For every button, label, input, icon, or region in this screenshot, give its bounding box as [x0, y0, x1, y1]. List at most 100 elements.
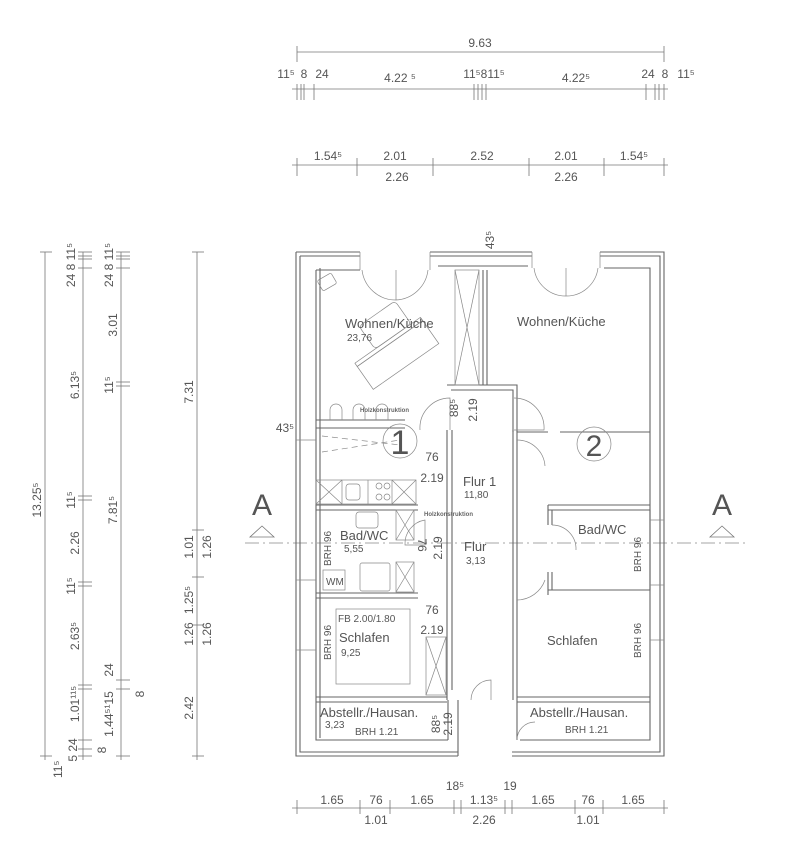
dim-left-3-0: 24 8 11⁵ — [102, 243, 116, 287]
dim-bottom-8: 1.65 — [621, 793, 645, 807]
section-arrow-left-icon — [248, 525, 276, 538]
room-hall-1-name: Flur 1 — [463, 474, 496, 489]
section-line: A A — [245, 489, 745, 544]
dim-left-total: 13.25⁵ — [30, 482, 44, 517]
dim-left-2-5: 2.63⁵ — [68, 622, 82, 650]
room-bedroom-2-sill: BRH 96 — [633, 623, 644, 658]
dim-left-2-1: 6.13⁵ — [68, 371, 82, 399]
dim-top-3: 4.22 ⁵ — [384, 71, 416, 85]
dim-left-4-5: 1.26 — [200, 622, 214, 646]
unit-1-rooms: Wohnen/Küche 23,76 Flur 1 11,80 Flur 3,1… — [320, 316, 496, 738]
shaft — [454, 269, 480, 386]
dim-bottom-sub-2: 1.01 — [576, 813, 600, 827]
door-dim-9: 2.19 — [441, 712, 455, 736]
wood-construction-label-2: Holzkonstruktion — [424, 512, 473, 518]
room-bedroom-2-name: Schlafen — [547, 633, 598, 648]
wall-thickness-left: 43⁵ — [276, 421, 294, 435]
bed — [335, 608, 411, 685]
room-living-2-name: Wohnen/Küche — [517, 314, 606, 329]
dim-left-2-0: 24 8 11⁵ — [64, 243, 78, 287]
left-dimensions: 13.25⁵ 11⁵ 24 8 11⁵ 6.13⁵ 11⁵ 2.26 11⁵ 2… — [30, 243, 214, 778]
kitchen-counter — [315, 479, 417, 505]
section-arrow-right-icon — [708, 525, 736, 538]
washer-label: WM — [326, 577, 344, 588]
room-storage-2-name: Abstellr./Hausan. — [530, 705, 628, 720]
dim-left-4-2: 1.26 — [200, 535, 214, 559]
room-storage-1-sill: BRH 1.21 — [355, 727, 399, 738]
shower-tray — [359, 562, 391, 592]
dim-left-4-3: 1.25⁵ — [182, 586, 196, 614]
dim-left-3-2: 11⁵ — [102, 376, 116, 393]
dim-mid-4: 1.54⁵ — [620, 149, 648, 163]
dim-mid-3: 2.01 — [554, 149, 578, 163]
unit-2-rooms: Wohnen/Küche Bad/WC BRH 96 Schlafen BRH … — [517, 314, 644, 736]
dim-left-3-1: 3.01 — [106, 313, 120, 337]
dim-bottom-sub-0: 1.01 — [364, 813, 388, 827]
dim-mid-bottom-1: 2.26 — [554, 170, 578, 184]
dim-bottom-sub-1: 2.26 — [472, 813, 496, 827]
bottom-dimensions: 1.65 76 1.65 18⁵ 1.13⁵ 19 1.65 76 1.65 1… — [292, 779, 668, 827]
dim-bottom-6: 1.65 — [531, 793, 555, 807]
dim-bottom-4: 1.13⁵ — [470, 793, 498, 807]
room-hall-2-area: 3,13 — [466, 556, 486, 567]
room-bath-2-name: Bad/WC — [578, 522, 626, 537]
door-dim-0: 88⁵ — [447, 399, 461, 417]
dim-left-4-4: 1.26 — [182, 622, 196, 646]
washing-machine — [322, 569, 346, 591]
wall-thickness-top: 43⁵ — [483, 231, 497, 249]
walls — [295, 251, 665, 757]
door-dim-2: 76 — [425, 450, 439, 464]
room-storage-1-area: 3,23 — [325, 720, 345, 731]
dim-bottom-3: 18⁵ — [446, 779, 464, 793]
room-bedroom-1-sill: BRH 96 — [323, 625, 334, 660]
dim-left-1-1: 11⁵ — [51, 761, 65, 778]
dim-total-width: 9.63 — [468, 36, 492, 50]
dim-top-1: 8 — [301, 67, 308, 81]
dim-left-2-2: 11⁵ — [64, 491, 78, 508]
door-dim-3: 2.19 — [420, 471, 444, 485]
unit-2-circle — [576, 426, 612, 462]
door-dim-5: 2.19 — [431, 536, 445, 560]
dim-left-3-5: 1.44⁵¹15 — [102, 691, 116, 737]
room-bath-1-name: Bad/WC — [340, 528, 388, 543]
dim-bottom-5: 19 — [503, 779, 517, 793]
section-marker-left: A — [252, 489, 272, 522]
door-dim-4: 76 — [415, 538, 429, 552]
room-hall-2-name: Flur — [464, 539, 487, 554]
dim-top-4: 11⁵811⁵ — [463, 67, 505, 81]
dim-left-3-4: 24 — [102, 663, 116, 677]
dim-left-4-0: 7.31 — [182, 380, 196, 404]
dim-top-0: 11⁵ — [277, 67, 294, 81]
dim-top-7: 8 — [662, 67, 669, 81]
dim-bottom-7: 76 — [581, 793, 595, 807]
dim-mid-1: 2.01 — [383, 149, 407, 163]
dim-bottom-2: 1.65 — [410, 793, 434, 807]
doors — [361, 267, 599, 741]
unit-number-2: 2 — [586, 430, 603, 463]
dim-mid-2: 2.52 — [470, 149, 494, 163]
furniture — [315, 269, 612, 696]
bed-size-label: FB 2.00/1.80 — [338, 614, 396, 625]
room-bath-2-sill: BRH 96 — [633, 537, 644, 572]
dim-left-2-8: 8 — [95, 746, 109, 753]
room-storage-1-name: Abstellr./Hausan. — [320, 705, 418, 720]
dim-left-4-6: 2.42 — [182, 696, 196, 720]
dim-left-2-4: 11⁵ — [64, 577, 78, 594]
dim-top-6: 24 — [641, 67, 655, 81]
dim-top-5: 4.22⁵ — [562, 71, 590, 85]
dim-mid-0: 1.54⁵ — [314, 149, 342, 163]
room-bedroom-1-area: 9,25 — [341, 648, 361, 659]
unit-1-circle — [382, 423, 418, 459]
dim-top-2: 24 — [315, 67, 329, 81]
top-dimensions: 9.63 11⁵ 8 24 4.22 ⁵ 11⁵811⁵ 4.22⁵ 24 8 … — [277, 36, 694, 184]
room-bath-1-sill: BRH 96 — [323, 531, 334, 566]
armchair — [317, 273, 337, 291]
dim-left-3-3: 7.81⁵ — [106, 496, 120, 524]
dim-mid-bottom-0: 2.26 — [385, 170, 409, 184]
wood-construction-label-1: Holzkonstruktion — [360, 408, 409, 414]
section-marker-right: A — [712, 489, 732, 522]
room-bedroom-1-name: Schlafen — [339, 630, 390, 645]
door-dim-8: 88⁵ — [429, 715, 443, 733]
dim-left-4-1: 1.01 — [182, 535, 196, 559]
